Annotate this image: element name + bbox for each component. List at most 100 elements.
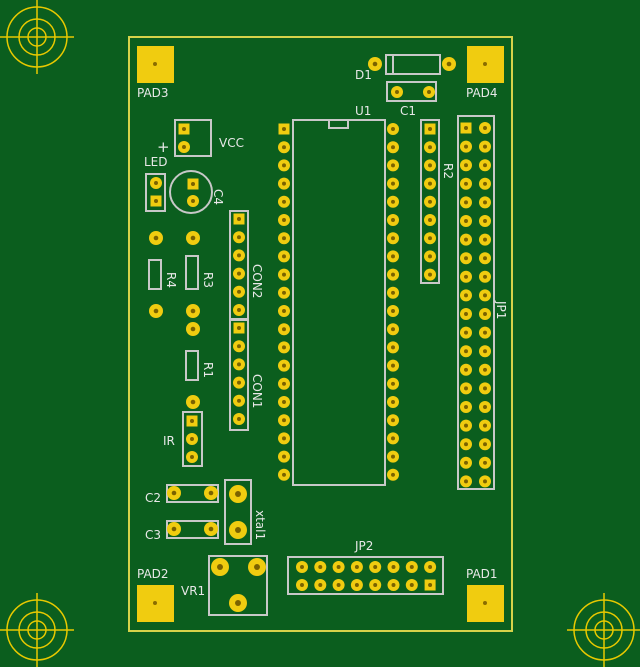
pad-hole	[282, 400, 286, 404]
diode-d1	[385, 54, 441, 75]
pad-hole	[182, 127, 186, 131]
pad-hole	[391, 272, 395, 277]
pad-hole	[483, 442, 487, 447]
pad-hole	[190, 308, 196, 314]
label-con2: CON2	[250, 264, 264, 298]
label-plus: +	[157, 138, 170, 156]
pad-hole	[464, 349, 468, 354]
board-outline	[128, 36, 513, 632]
pad-hole	[282, 472, 286, 477]
fiducial-bottom-right	[567, 593, 640, 667]
pad-hole	[428, 127, 432, 131]
pad-hole	[483, 349, 487, 354]
pad-hole	[237, 380, 241, 385]
pad-hole	[237, 362, 241, 367]
pad-hole	[391, 418, 395, 423]
pad-hole	[483, 237, 487, 242]
label-led: LED	[144, 155, 168, 169]
pad-hole	[282, 327, 286, 332]
label-u1: U1	[355, 104, 371, 118]
pad-hole	[235, 600, 241, 606]
fiducial-top-left	[0, 0, 74, 74]
pad-hole	[464, 144, 468, 149]
capacitor-c1	[386, 81, 437, 102]
resistor-array-r2	[420, 119, 440, 284]
pad-hole	[391, 181, 395, 186]
header-jp1	[457, 115, 495, 490]
pad-hole	[237, 235, 241, 240]
pad-hole	[464, 219, 468, 223]
pad-hole	[391, 199, 395, 204]
capacitor-c3	[166, 520, 219, 539]
pad-hole	[282, 236, 286, 241]
pad-hole	[190, 437, 194, 441]
pad-hole	[282, 181, 286, 186]
capacitor-c4	[169, 170, 213, 214]
pad-hole	[282, 163, 286, 168]
pad3	[137, 46, 174, 83]
pad-hole	[483, 312, 487, 316]
resistor-r1	[185, 350, 199, 381]
label-jp1: JP1	[494, 300, 508, 319]
pad-hole	[336, 565, 341, 569]
led-outline	[145, 173, 166, 212]
ic-u1	[292, 119, 386, 486]
pad-hole	[464, 312, 468, 316]
capacitor-c2	[166, 484, 219, 503]
pad-hole	[154, 199, 158, 203]
pad-hole	[483, 479, 487, 484]
pad-hole	[282, 309, 286, 313]
pad-hole	[483, 423, 487, 428]
pad-hole	[182, 145, 186, 149]
pad-hole	[391, 163, 395, 168]
pad-hole	[208, 490, 214, 496]
label-r3: R3	[201, 272, 215, 288]
pad-hole	[428, 145, 432, 150]
pad-hole	[428, 236, 432, 241]
pad-hole	[318, 565, 323, 569]
pad-hole	[428, 199, 432, 204]
pad-hole	[464, 237, 468, 242]
pad-hole	[282, 345, 286, 350]
pad-hole	[483, 219, 487, 223]
pad-hole	[208, 526, 214, 532]
pad-hole	[300, 583, 304, 587]
pad-hole	[464, 274, 468, 279]
pad1	[467, 585, 504, 622]
pad-hole	[428, 163, 432, 168]
label-pad4: PAD4	[466, 86, 498, 100]
pad-hole	[483, 293, 487, 298]
pad-hole	[464, 293, 468, 298]
pad2	[137, 585, 174, 622]
pad-hole	[464, 405, 468, 409]
pad-hole	[190, 419, 194, 423]
pad-hole	[191, 199, 195, 203]
resistor-r4	[148, 259, 162, 290]
pad-hole	[154, 181, 158, 185]
pad-hole	[282, 254, 286, 259]
pad-hole	[391, 236, 395, 241]
pad-hole	[373, 583, 378, 587]
label-xtal1: xtal1	[253, 510, 267, 540]
pad-hole	[391, 145, 395, 150]
pad-hole	[373, 565, 378, 569]
pad-hole	[391, 583, 396, 587]
pad-hole	[391, 472, 395, 477]
pad-hole	[282, 145, 286, 150]
pad-hole	[282, 418, 286, 423]
pad-hole	[217, 564, 223, 570]
pad-hole	[391, 436, 395, 441]
pad-hole	[483, 200, 487, 205]
pad-hole	[354, 565, 359, 569]
pad-hole	[237, 217, 241, 221]
pad-hole	[464, 367, 468, 372]
pad-hole	[464, 442, 468, 447]
pad-hole	[428, 181, 432, 186]
pad-hole	[391, 381, 395, 386]
label-r1: R1	[201, 362, 215, 378]
pad-hole	[237, 271, 241, 276]
pad-hole	[464, 386, 468, 391]
label-pad2: PAD2	[137, 567, 169, 581]
